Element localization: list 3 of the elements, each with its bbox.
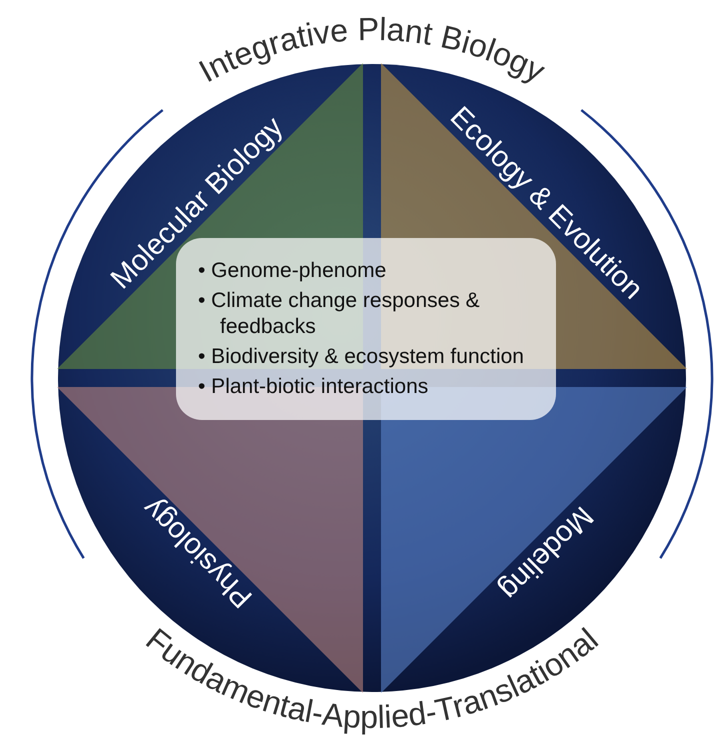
bullet-item: • Biodiversity & ecosystem function [198, 344, 525, 370]
bullet-item: • Climate change responses & feedbacks [198, 289, 481, 340]
bullet-item: • Plant-biotic interactions [198, 374, 430, 400]
